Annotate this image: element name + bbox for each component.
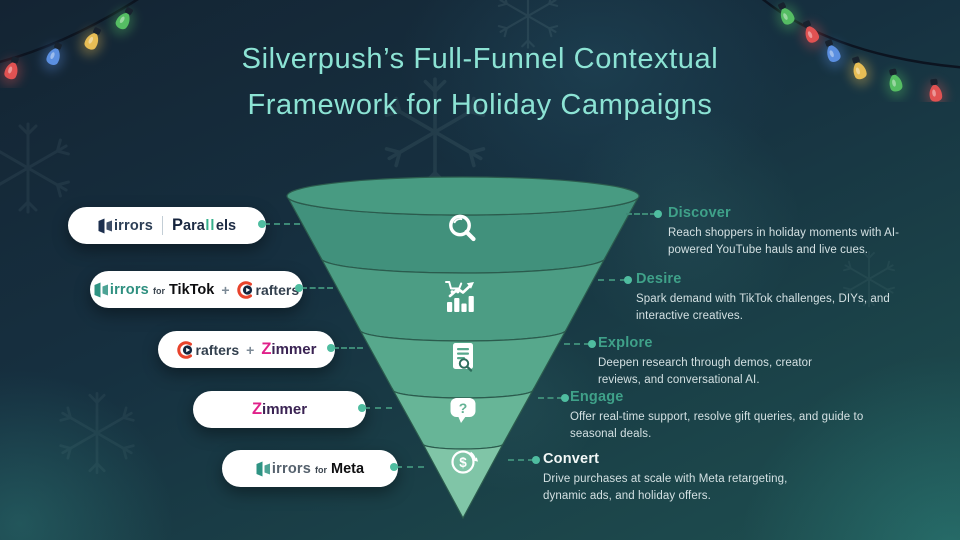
snowflake-icon bbox=[843, 250, 895, 308]
funnel-band-convert bbox=[422, 443, 504, 520]
light-bulb-yellow-icon bbox=[79, 27, 103, 57]
snowflake-icon bbox=[384, 77, 486, 187]
connector-stage-discover bbox=[626, 210, 662, 218]
mirrors-logo: irrors bbox=[94, 282, 149, 298]
connector-stage-desire bbox=[598, 276, 632, 284]
page-title-line1: Silverpush’s Full-Funnel Contextual bbox=[241, 43, 719, 75]
chat-question-icon: ? bbox=[450, 398, 476, 423]
connector-pill-desire bbox=[295, 284, 333, 292]
document-search-icon bbox=[453, 343, 473, 372]
light-bulb-green-icon bbox=[884, 68, 908, 99]
stage-engage: Engage Offer real-time support, resolve … bbox=[570, 389, 866, 443]
light-bulb-red-icon bbox=[924, 78, 947, 102]
logo-pill-mirrors-tiktok-crafters: irrors for TikTok + rafters bbox=[90, 271, 303, 308]
light-bulb-red-icon bbox=[800, 20, 824, 50]
christmas-lights-left bbox=[0, 0, 139, 87]
light-bulb-blue-icon bbox=[41, 42, 65, 72]
light-bulb-yellow-icon bbox=[848, 56, 872, 87]
snowflake-icon bbox=[0, 122, 70, 214]
connector-stage-engage bbox=[538, 394, 569, 402]
stage-label: Convert bbox=[543, 451, 600, 467]
stage-description: Drive purchases at scale with Meta retar… bbox=[543, 473, 788, 503]
connector-pill-discover bbox=[258, 220, 300, 228]
pill-divider bbox=[162, 216, 164, 235]
crafters-logo-icon bbox=[236, 280, 252, 299]
light-bulb-red-icon bbox=[0, 56, 23, 87]
stage-convert: Convert Drive purchases at scale with Me… bbox=[543, 451, 827, 505]
plus-sign: + bbox=[246, 341, 255, 358]
page-title: Silverpush’s Full-Funnel Contextual Fram… bbox=[0, 36, 960, 128]
for-label: for bbox=[152, 286, 165, 296]
light-bulb-green-icon bbox=[776, 2, 800, 32]
christmas-lights-right bbox=[761, 0, 960, 102]
connector-stage-convert bbox=[508, 456, 540, 464]
zimmer-wordmark: immer bbox=[262, 401, 308, 418]
page-title-line2: Framework for Holiday Campaigns bbox=[247, 89, 713, 121]
stage-description: Spark demand with TikTok challenges, DIY… bbox=[636, 293, 890, 323]
mirrors-logo: irrors bbox=[98, 218, 153, 234]
stage-description: Offer real-time support, resolve gift qu… bbox=[570, 411, 864, 441]
mirrors-logo-icon bbox=[98, 218, 112, 233]
for-label: for bbox=[315, 465, 328, 475]
zimmer-logo-initial: Z bbox=[251, 400, 263, 418]
zimmer-wordmark: immer bbox=[271, 341, 317, 358]
dollar-convert-icon: $ bbox=[451, 450, 478, 474]
magnifier-icon bbox=[449, 214, 476, 242]
logo-pill-mirrors-meta: irrors for Meta bbox=[222, 450, 398, 487]
parallels-wordmark: ara bbox=[183, 217, 205, 234]
mirrors-wordmark: irrors bbox=[271, 460, 312, 477]
stage-label: Desire bbox=[636, 271, 682, 287]
snowflake-icon bbox=[59, 392, 135, 474]
mirrors-logo: irrors bbox=[256, 461, 311, 477]
mirrors-logo-icon bbox=[94, 282, 108, 297]
crafters-logo-icon bbox=[176, 340, 192, 359]
parallels-logo-initial: P bbox=[172, 216, 184, 234]
parallels-wordmark-end: els bbox=[215, 217, 237, 234]
mirrors-logo-icon bbox=[256, 461, 270, 476]
stage-description: Deepen research through demos, creator r… bbox=[598, 357, 813, 387]
crafters-wordmark: rafters bbox=[255, 281, 300, 298]
stage-desire: Desire Spark demand with TikTok challeng… bbox=[636, 271, 914, 325]
tiktok-wordmark: TikTok bbox=[168, 281, 215, 298]
connector-pill-engage bbox=[358, 404, 392, 412]
cart-growth-icon bbox=[445, 281, 474, 312]
snowflake-icon bbox=[497, 0, 559, 49]
light-bulb-green-icon bbox=[110, 7, 135, 36]
stage-explore: Explore Deepen research through demos, c… bbox=[598, 335, 840, 389]
stage-label: Discover bbox=[668, 205, 731, 221]
mirrors-wordmark: irrors bbox=[109, 281, 149, 298]
light-bulb-blue-icon bbox=[822, 39, 846, 69]
stage-label: Engage bbox=[570, 389, 624, 405]
stage-description: Reach shoppers in holiday moments with A… bbox=[668, 227, 900, 257]
stage-discover: Discover Reach shoppers in holiday momen… bbox=[668, 205, 920, 259]
plus-sign: + bbox=[221, 281, 230, 298]
connector-pill-convert bbox=[390, 463, 424, 471]
svg-text:?: ? bbox=[459, 400, 468, 416]
mirrors-wordmark: irrors bbox=[113, 217, 154, 234]
zimmer-logo-initial: Z bbox=[261, 340, 272, 358]
funnel-top-opening bbox=[286, 176, 640, 216]
connector-stage-explore bbox=[564, 340, 596, 348]
crafters-logo: rafters bbox=[176, 340, 240, 359]
svg-text:$: $ bbox=[459, 455, 467, 470]
parallels-bars: ll bbox=[205, 217, 216, 234]
connector-pill-explore bbox=[327, 344, 363, 352]
stage-label: Explore bbox=[598, 335, 653, 351]
crafters-logo: rafters bbox=[236, 280, 300, 299]
crafters-wordmark: rafters bbox=[195, 341, 240, 358]
meta-wordmark: Meta bbox=[331, 460, 365, 477]
